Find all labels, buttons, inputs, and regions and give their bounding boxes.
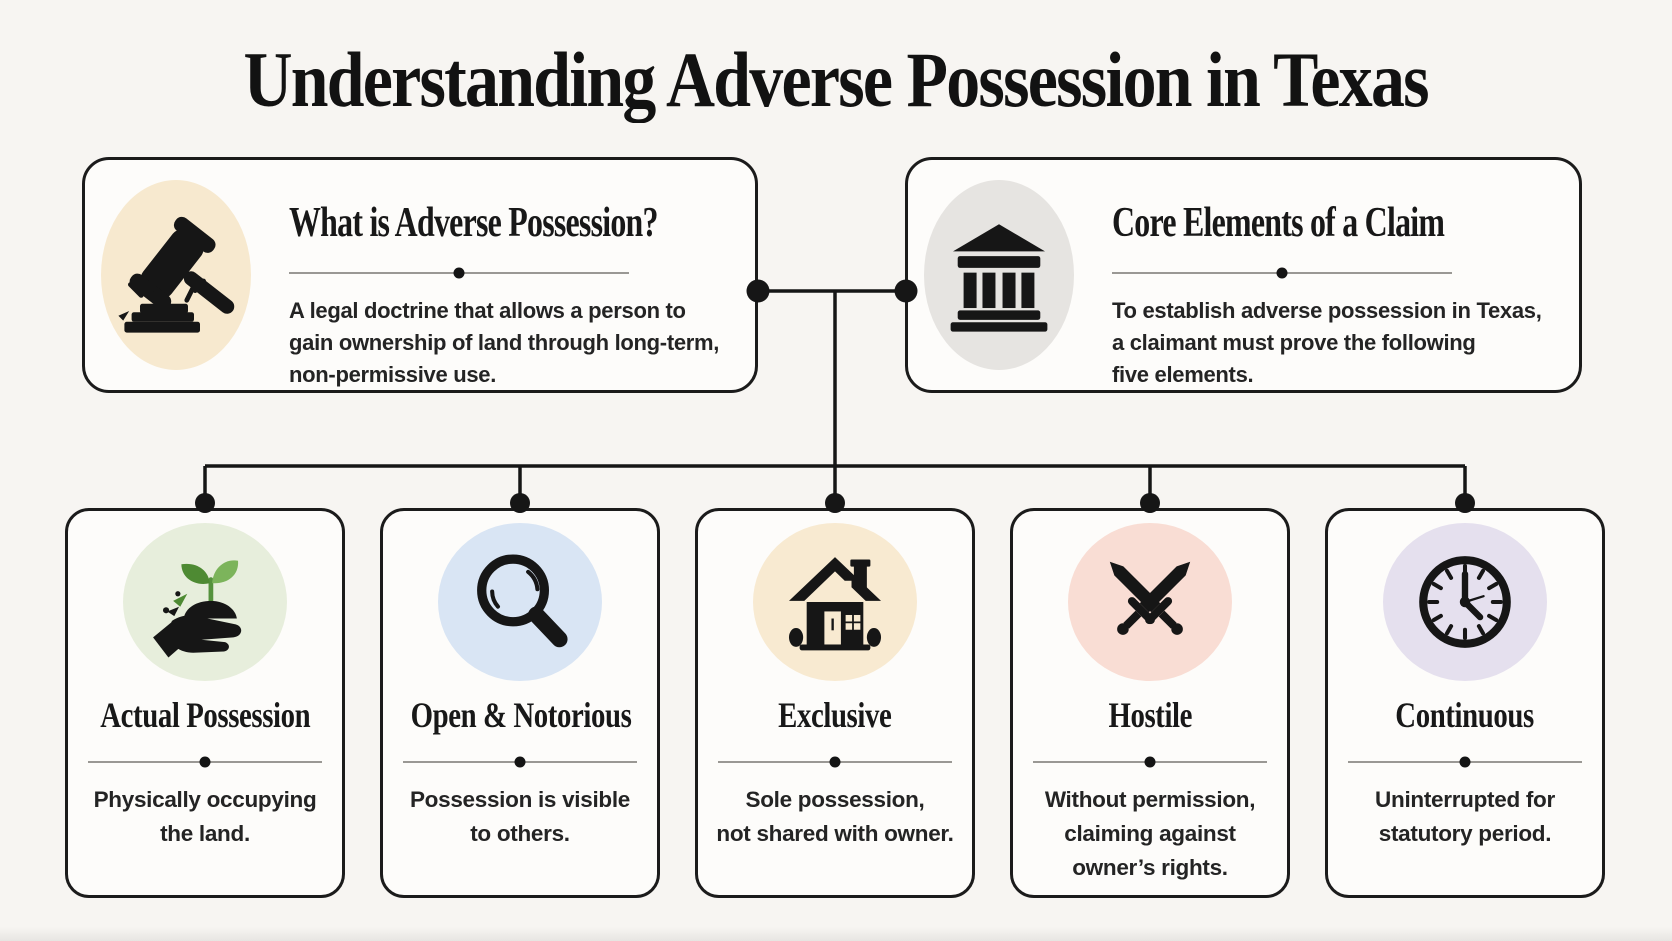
- body-line: a claimant must prove the following: [1112, 330, 1476, 355]
- card-continuous: Continuous Uninterrupted for statutory p…: [1325, 508, 1605, 898]
- heading-divider: [718, 761, 952, 763]
- body-line: A legal doctrine that allows a person to: [289, 298, 686, 323]
- element-body: Possession is visible to others.: [383, 783, 657, 851]
- title-row: Understanding Adverse Possession in Texa…: [0, 34, 1672, 126]
- page-title: Understanding Adverse Possession in Texa…: [243, 36, 1430, 123]
- heading-divider: [1112, 272, 1452, 274]
- element-heading-row: Hostile: [1013, 695, 1287, 735]
- gavel-icon-circle: [101, 180, 251, 370]
- clock-icon-circle: [1383, 523, 1547, 681]
- courthouse-icon-circle: [924, 180, 1074, 370]
- heading-divider: [289, 272, 629, 274]
- body-line: Without permission,: [1044, 787, 1256, 812]
- magnifying-glass-icon-circle: [438, 523, 602, 681]
- hand-seedling-icon: [153, 560, 242, 658]
- element-heading-row: Continuous: [1328, 695, 1602, 735]
- element-body: Uninterrupted for statutory period.: [1328, 783, 1602, 851]
- top-card-body: To establish adverse possession in Texas…: [1112, 295, 1555, 391]
- magnifying-glass-icon: [477, 554, 568, 648]
- element-heading-row: Actual Possession: [68, 695, 342, 735]
- body-line: owner’s rights.: [1072, 855, 1228, 880]
- element-heading: Continuous: [1395, 695, 1535, 735]
- crossed-swords-icon-circle: [1068, 523, 1232, 681]
- body-line: Uninterrupted for: [1375, 787, 1555, 812]
- gavel-icon: [118, 216, 235, 333]
- house-icon: [788, 557, 882, 651]
- body-line: five elements.: [1112, 362, 1254, 387]
- body-line: non-permissive use.: [289, 362, 497, 387]
- card-hostile: Hostile Without permission, claiming aga…: [1010, 508, 1290, 898]
- top-card-heading: What is Adverse Possession?: [289, 200, 659, 246]
- body-line: statutory period.: [1378, 821, 1552, 846]
- courthouse-icon: [950, 224, 1048, 332]
- element-body: Without permission, claiming against own…: [1013, 783, 1287, 885]
- body-line: the land.: [160, 821, 250, 846]
- card-core-elements-of-a-claim: Core Elements of a Claim To establish ad…: [905, 157, 1582, 393]
- house-icon-circle: [753, 523, 917, 681]
- element-heading: Actual Possession: [99, 695, 311, 735]
- element-heading: Hostile: [1108, 695, 1192, 735]
- top-card-heading: Core Elements of a Claim: [1112, 200, 1445, 246]
- body-line: Physically occupying: [93, 787, 317, 812]
- hand-seedling-icon-circle: [123, 523, 287, 681]
- body-line: claiming against: [1064, 821, 1236, 846]
- element-heading-row: Open & Notorious: [383, 695, 657, 735]
- heading-divider: [1348, 761, 1582, 763]
- body-line: Possession is visible: [409, 787, 631, 812]
- body-line: not shared with owner.: [716, 821, 954, 846]
- element-heading-row: Exclusive: [698, 695, 972, 735]
- top-card-text: Core Elements of a Claim To establish ad…: [1112, 160, 1555, 391]
- body-line: to others.: [470, 821, 570, 846]
- element-heading: Open & Notorious: [410, 695, 632, 735]
- heading-divider: [1033, 761, 1267, 763]
- card-exclusive: Exclusive Sole possession, not shared wi…: [695, 508, 975, 898]
- card-open-and-notorious: Open & Notorious Possession is visible t…: [380, 508, 660, 898]
- body-line: gain ownership of land through long-term…: [289, 330, 720, 355]
- card-actual-possession: Actual Possession Physically occupying t…: [65, 508, 345, 898]
- element-heading: Exclusive: [778, 695, 892, 735]
- heading-divider: [403, 761, 637, 763]
- top-card-body: A legal doctrine that allows a person to…: [289, 295, 731, 391]
- top-card-text: What is Adverse Possession? A legal doct…: [289, 160, 731, 391]
- body-line: To establish adverse possession in Texas…: [1112, 298, 1542, 323]
- card-what-is-adverse-possession: What is Adverse Possession? A legal doct…: [82, 157, 758, 393]
- clock-icon: [1419, 556, 1511, 648]
- element-body: Physically occupying the land.: [68, 783, 342, 851]
- crossed-swords-icon: [1109, 561, 1191, 635]
- heading-divider: [88, 761, 322, 763]
- body-line: Sole possession,: [745, 787, 925, 812]
- element-body: Sole possession, not shared with owner.: [698, 783, 972, 851]
